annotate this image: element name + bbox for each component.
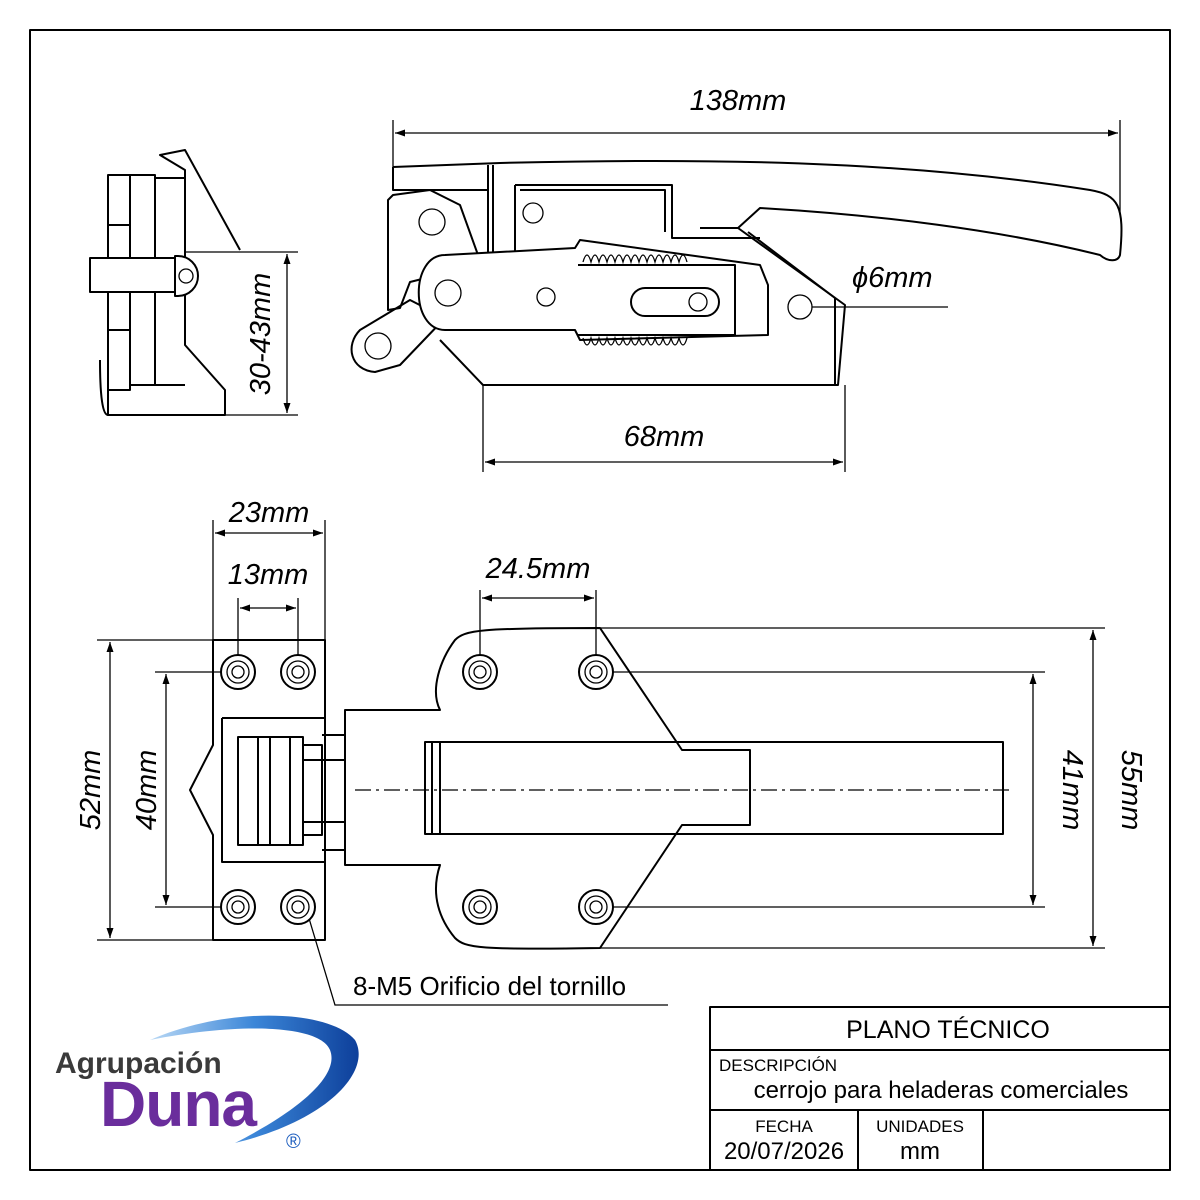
logo-line2: Duna — [100, 1068, 257, 1140]
screw-hole — [220, 889, 256, 925]
side-view — [89, 149, 298, 416]
dim-hinge-width: 23mm — [228, 497, 310, 529]
dim-hinge-hole-spacing: 13mm — [228, 559, 309, 591]
dim-adjust-range: 30-43mm — [245, 273, 277, 396]
dim-body-height: 55mm — [1115, 750, 1147, 831]
latch-front-view — [97, 520, 1105, 1006]
screw-hole — [462, 889, 498, 925]
dim-body-hole-spacing: 24.5mm — [485, 553, 591, 585]
date-label: FECHA — [755, 1117, 813, 1136]
screw-hole — [462, 654, 498, 690]
logo-line1: Agrupación — [55, 1047, 222, 1080]
date-value: 20/07/2026 — [724, 1138, 844, 1165]
description-label: DESCRIPCIÓN — [719, 1056, 837, 1075]
logo-swoosh — [150, 1015, 359, 1143]
dim-hinge-hole-height: 40mm — [131, 750, 163, 831]
dim-overall-length: 138mm — [690, 85, 787, 117]
screw-hole — [220, 654, 256, 690]
dim-pin-diameter: ϕ6mm — [852, 262, 933, 294]
title-block — [709, 1006, 1171, 1171]
screw-holes — [220, 654, 614, 925]
latch-profile-view — [350, 120, 1123, 472]
screw-hole — [578, 889, 614, 925]
units-label: UNIDADES — [876, 1117, 964, 1136]
screw-hole-callout: 8-M5 Orificio del tornillo — [353, 971, 626, 1001]
dim-hinge-height: 52mm — [75, 750, 107, 831]
dim-base-length: 68mm — [624, 421, 705, 453]
title-block-title: PLANO TÉCNICO — [846, 1015, 1050, 1044]
logo-registered-mark: ® — [286, 1131, 301, 1153]
description-value: cerrojo para heladeras comerciales — [754, 1077, 1129, 1104]
spring-bottom — [582, 335, 688, 346]
screw-hole — [280, 654, 316, 690]
screw-hole — [578, 654, 614, 690]
units-value: mm — [900, 1138, 940, 1165]
spring-top — [582, 254, 688, 265]
company-logo: Agrupación Duna ® — [55, 1015, 359, 1153]
dim-body-hole-height: 41mm — [1056, 750, 1088, 831]
screw-hole — [280, 889, 316, 925]
sheet-border — [29, 29, 1171, 1171]
